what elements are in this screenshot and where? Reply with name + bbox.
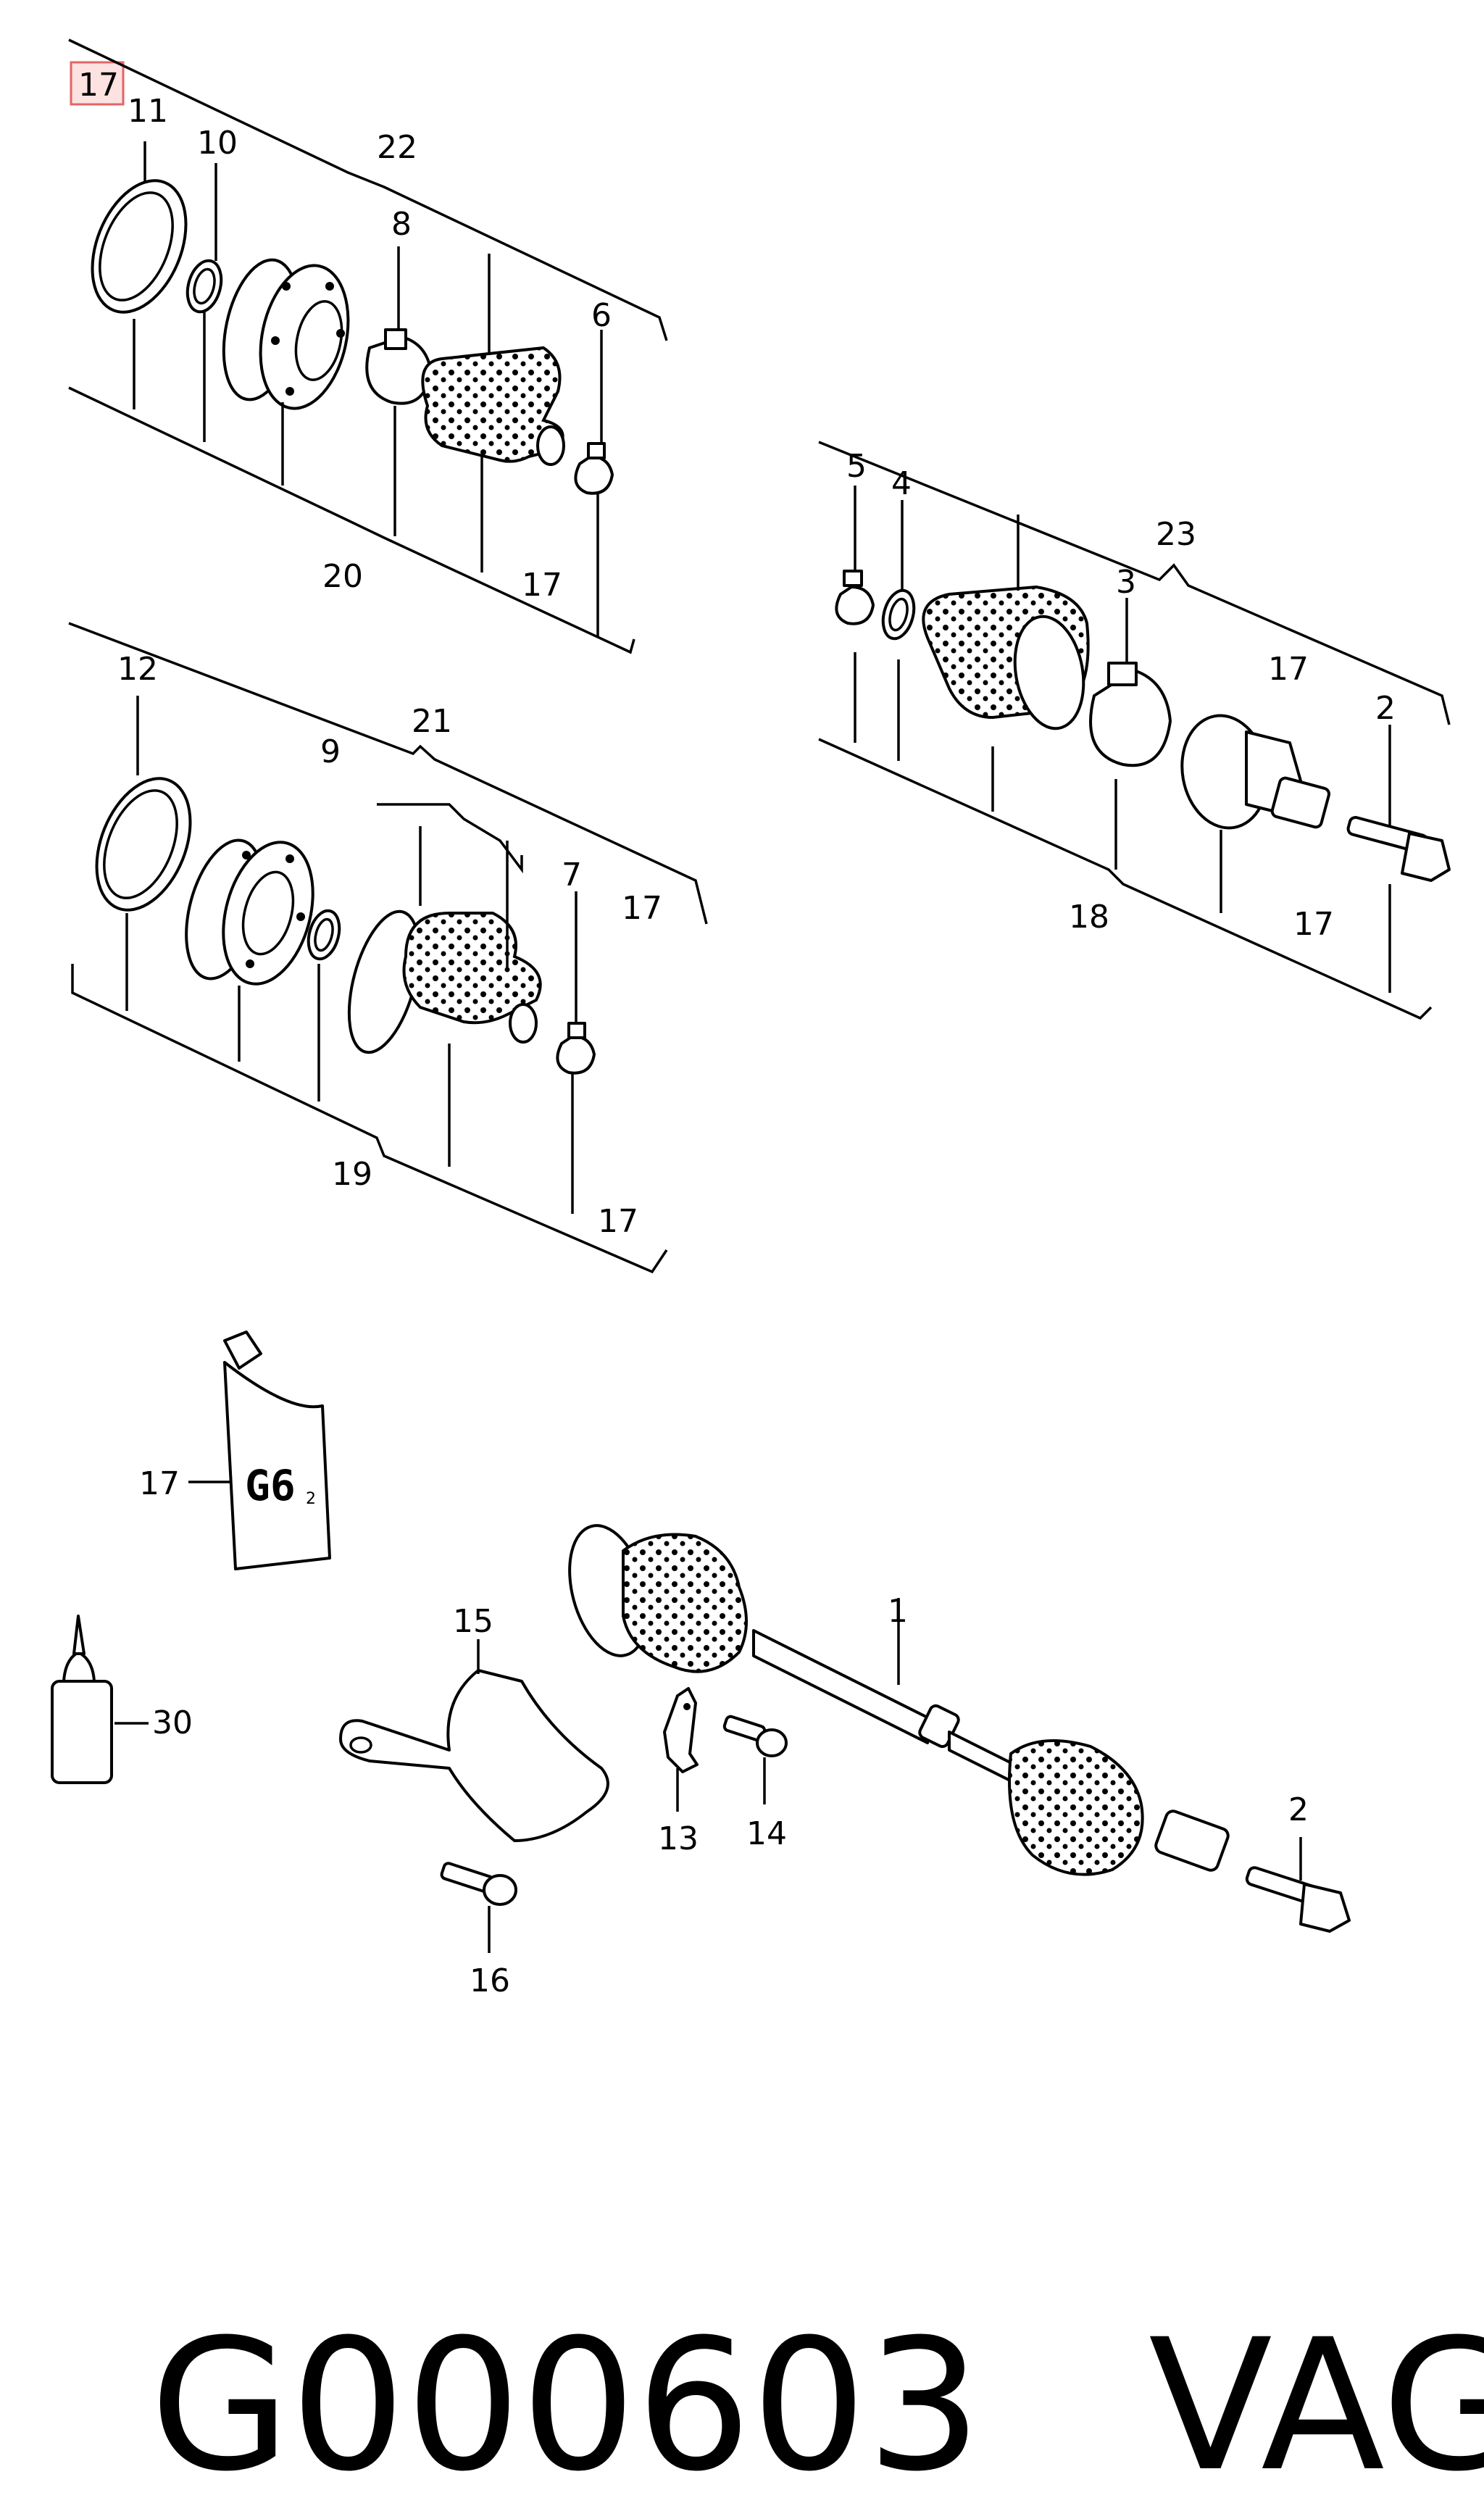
label-15: 15	[453, 1603, 493, 1640]
label-17-e: 17	[598, 1203, 638, 1240]
label-5: 5	[846, 448, 867, 485]
group-outer-joint-front	[68, 38, 668, 654]
label-2-b: 2	[1288, 1791, 1309, 1828]
group3-top-bracket	[68, 622, 708, 925]
washer-10-icon	[186, 259, 223, 314]
label-17-b: 17	[1268, 651, 1309, 688]
tube-subscript: 2	[306, 1490, 316, 1508]
label-7: 7	[562, 857, 582, 894]
label-3: 3	[1116, 564, 1136, 601]
label-6: 6	[591, 297, 612, 334]
group1-top-bracket	[68, 38, 668, 341]
group1-bottom-bracket	[68, 386, 635, 654]
label-11: 11	[128, 93, 168, 130]
label-22: 22	[377, 129, 417, 166]
group2-bottom-bracket	[818, 738, 1433, 1020]
label-30: 30	[152, 1704, 193, 1741]
drive-shaft-icon	[752, 1629, 929, 1744]
group-outer-joint-rear	[818, 441, 1451, 1020]
label-4: 4	[891, 465, 912, 502]
label-2-a: 2	[1375, 690, 1396, 727]
sealant-bottle-icon	[51, 1680, 113, 1784]
label-17-f: 17	[139, 1465, 180, 1502]
label-12: 12	[117, 651, 158, 688]
clip-7-icon	[556, 1035, 596, 1075]
label-20: 20	[322, 558, 363, 595]
callout-labels: 11 10 22 8 6 20 17 5 4 23 3 17 2 18 17 1…	[117, 93, 1396, 1999]
highlight-tag[interactable]: 17	[70, 61, 125, 106]
label-17-d: 17	[622, 890, 662, 927]
brand-name: VAG	[1149, 2300, 1484, 2511]
group-drive-shaft: G6 2	[51, 1331, 1351, 1953]
clamp-3-icon	[1089, 669, 1172, 767]
label-17-a: 17	[522, 567, 562, 604]
clip-6-icon	[574, 455, 614, 495]
exploded-parts-diagram: 17	[51, 38, 1451, 1999]
label-1: 1	[888, 1593, 908, 1630]
label-14: 14	[746, 1815, 787, 1852]
label-13: 13	[658, 1820, 699, 1857]
bracket-13-icon	[663, 1687, 699, 1773]
label-10: 10	[197, 125, 238, 162]
group3-inner-bracket	[377, 803, 523, 874]
grease-tube-icon	[223, 1361, 331, 1570]
label-18: 18	[1069, 899, 1109, 936]
clip-5-icon	[835, 586, 875, 625]
heat-shield-icon	[339, 1669, 609, 1842]
group3-bottom-bracket	[71, 964, 668, 1274]
diagram-code: G000603	[149, 2300, 983, 2511]
label-16: 16	[470, 1962, 510, 1999]
label-9: 9	[320, 733, 341, 770]
clamp-8-icon	[365, 336, 433, 405]
label-19: 19	[332, 1156, 372, 1193]
label-23: 23	[1156, 516, 1196, 553]
group-inner-joint	[68, 622, 708, 1274]
boot-17-icon	[421, 346, 564, 463]
highlight-tag-label: 17	[78, 67, 119, 104]
group2-top-bracket	[818, 441, 1451, 725]
ring-12-icon	[95, 777, 192, 912]
label-21: 21	[412, 703, 452, 740]
label-17-c: 17	[1293, 906, 1334, 943]
ring-11-icon	[91, 179, 188, 314]
tube-text: G6	[245, 1461, 296, 1510]
label-8: 8	[391, 206, 412, 243]
washer-4-icon	[881, 588, 916, 641]
